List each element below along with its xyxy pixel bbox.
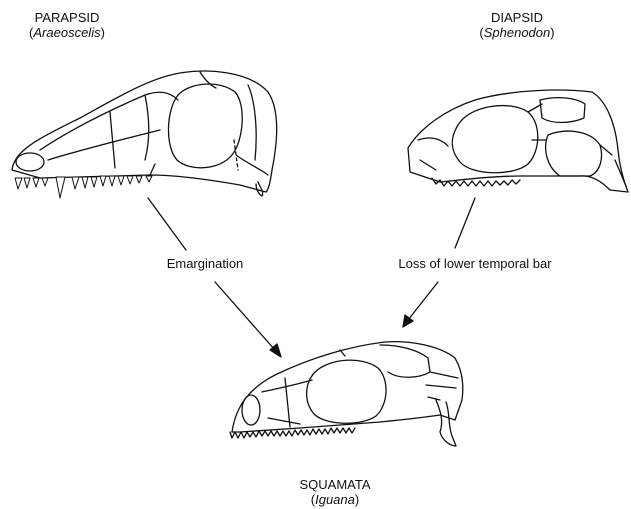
diapsid-lower-temporal-fenestra — [546, 131, 602, 176]
parapsid-teeth — [15, 176, 152, 198]
squamata-skull-outline — [232, 342, 463, 432]
parapsid-skull — [12, 71, 277, 198]
diapsid-orbit — [452, 106, 538, 173]
squamata-orbit — [307, 360, 386, 423]
parapsid-naris — [16, 153, 44, 171]
squamata-quadrate — [436, 400, 456, 446]
diapsid-upper-temporal-fenestra — [540, 98, 585, 123]
squamata-skull — [230, 342, 463, 446]
arrow-emargination — [148, 198, 281, 357]
parapsid-skull-outline — [12, 71, 277, 192]
diapsid-skull — [408, 90, 628, 192]
arrow-loss-of-lower-temporal-bar — [403, 198, 475, 327]
squamata-tooth-row — [230, 428, 355, 438]
squamata-naris — [242, 395, 260, 425]
parapsid-temporal-fenestra — [168, 84, 242, 168]
